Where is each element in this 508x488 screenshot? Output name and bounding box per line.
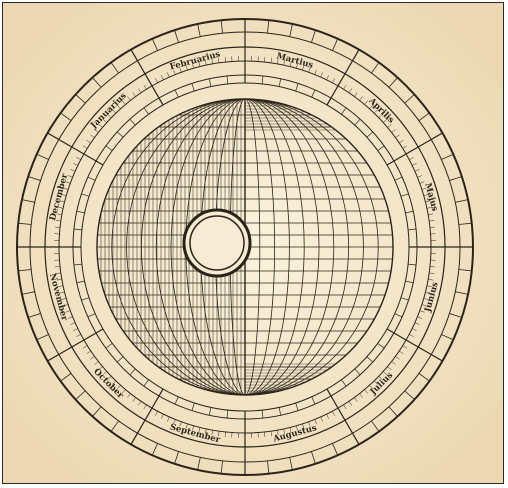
sun-disc: [184, 210, 250, 276]
engraving-frame: MartiusAprilisMajusJuniusJuliusAugustusS…: [2, 2, 504, 484]
zodiac-dial-engraving: MartiusAprilisMajusJuniusJuliusAugustusS…: [3, 3, 503, 483]
